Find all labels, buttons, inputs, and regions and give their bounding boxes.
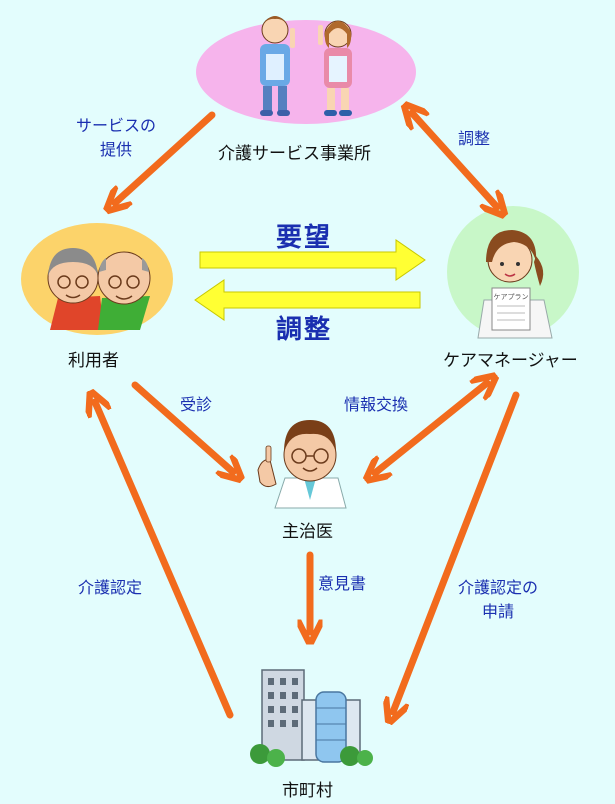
- provider-label: 介護サービス事業所: [218, 144, 371, 164]
- doctor-label: 主治医: [282, 522, 333, 542]
- arrow-municipality-to-user: [95, 402, 234, 719]
- request-label: 要望: [276, 223, 333, 253]
- arrow-provider-to-user: [115, 111, 216, 203]
- adjust-middle-label: 調整: [276, 315, 333, 345]
- municipality-label: 市町村: [282, 781, 333, 801]
- application-label: 介護認定の 申請: [458, 576, 538, 624]
- arrow-doctor-caremanager: [375, 383, 487, 473]
- service-provision-label: サービスの 提供: [76, 114, 156, 162]
- user-label: 利用者: [68, 351, 119, 371]
- arrow-request-right: [199, 239, 426, 281]
- info-exchange-label: 情報交換: [344, 395, 409, 414]
- service-provision-line1: サービスの: [76, 116, 157, 135]
- consultation-label: 受診: [180, 395, 213, 414]
- application-line2: 申請: [482, 602, 515, 621]
- care-staff-illustration: [260, 16, 352, 116]
- provider-ellipse: [196, 20, 416, 124]
- application-line1: 介護認定の: [458, 578, 539, 597]
- care-manager-illustration: ケアプラン: [477, 230, 553, 339]
- doctor-illustration: [257, 420, 347, 509]
- arrow-user-to-doctor: [131, 381, 233, 472]
- care-plan-sheet-text: ケアプラン: [494, 293, 529, 301]
- arrow-adjust-left: [194, 279, 421, 321]
- service-provision-line2: 提供: [100, 140, 133, 159]
- elderly-couple-illustration: [47, 248, 151, 330]
- adjust-top-label: 調整: [458, 129, 491, 148]
- arrow-provider-caremanager: [412, 113, 497, 207]
- care-manager-label: ケアマネージャー: [443, 351, 578, 371]
- city-hall-illustration: [250, 669, 373, 767]
- arrow-caremanager-to-municipality: [393, 391, 520, 712]
- care-certification-label: 介護認定: [78, 578, 143, 597]
- opinion-letter-label: 意見書: [318, 574, 367, 593]
